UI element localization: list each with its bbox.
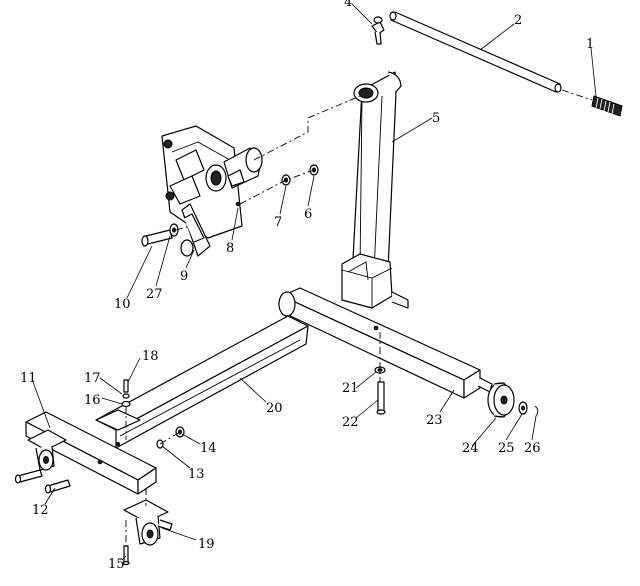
- callout-9: 9: [180, 269, 188, 284]
- part-27-washer: [169, 223, 179, 237]
- callout-22: 22: [342, 415, 359, 430]
- part-24-wheel: [487, 382, 515, 418]
- callout-15: 15: [108, 557, 125, 572]
- callout-11: 11: [20, 371, 37, 386]
- callout-2: 2: [514, 13, 522, 28]
- part-23-front-crossbeam: [278, 287, 493, 399]
- part-19-caster-rear-left: [27, 429, 67, 471]
- callout-27: 27: [146, 287, 163, 302]
- callout-labels: 1 2 4 5 6 7 8 9 10 27 11 12 13 14 15 16 …: [20, 0, 594, 572]
- part-12-bolts: [14, 469, 71, 494]
- callout-14: 14: [200, 441, 217, 456]
- callout-21: 21: [342, 381, 359, 396]
- part-22-bolt: [376, 381, 386, 415]
- assembly-center-lines: [125, 95, 381, 546]
- part-19-caster-rear-right: [123, 499, 173, 546]
- callout-6: 6: [304, 207, 312, 222]
- part-20-rail-end-plate: [95, 409, 141, 431]
- part-4-locking-pin: [371, 16, 385, 45]
- callout-20: 20: [266, 401, 283, 416]
- callout-4: 4: [344, 0, 352, 10]
- part-1-grip: [561, 89, 623, 117]
- callout-16: 16: [84, 393, 101, 408]
- part-15-bolt: [122, 545, 130, 566]
- callout-1: 1: [586, 37, 594, 52]
- callout-13: 13: [188, 467, 205, 482]
- part-20-side-rail: [95, 315, 309, 449]
- part-16-17-18-fasteners: [121, 379, 131, 408]
- part-5-upright-post: [341, 71, 409, 309]
- part-10-bolt: [141, 229, 173, 247]
- callout-23: 23: [426, 413, 443, 428]
- part-2-handle-bar: [389, 11, 562, 93]
- part-14-nut: [175, 426, 185, 438]
- part-9-bracket: [180, 203, 211, 257]
- part-25-washer: [518, 401, 528, 415]
- part-26-clip: [534, 405, 539, 417]
- callout-19: 19: [198, 537, 215, 552]
- callout-leader-lines: [32, 3, 597, 561]
- part-8-head-plate: [161, 125, 263, 239]
- callout-24: 24: [462, 441, 479, 456]
- callout-8: 8: [226, 241, 234, 256]
- callout-17: 17: [84, 371, 101, 386]
- callout-7: 7: [274, 215, 282, 230]
- callout-10: 10: [114, 297, 131, 312]
- callout-12: 12: [32, 503, 49, 518]
- callout-26: 26: [524, 441, 541, 456]
- callout-5: 5: [432, 111, 440, 126]
- callout-18: 18: [142, 349, 159, 364]
- callout-25: 25: [498, 441, 515, 456]
